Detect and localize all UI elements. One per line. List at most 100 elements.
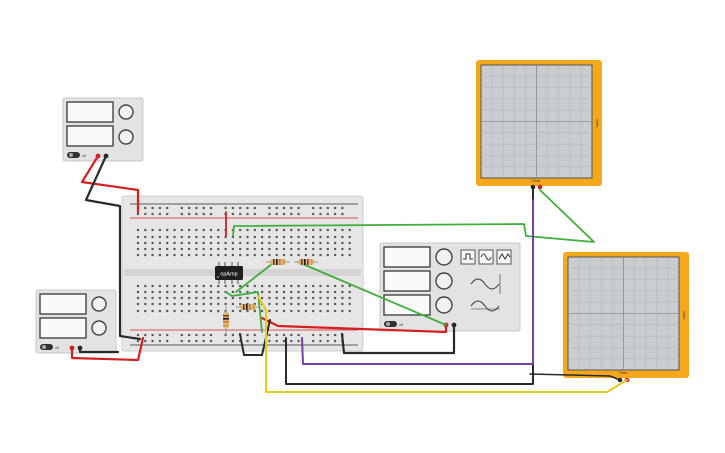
breadboard-hole[interactable]: [246, 253, 249, 257]
breadboard-hole[interactable]: [209, 296, 213, 300]
rail-hole[interactable]: [312, 206, 315, 210]
breadboard-hole[interactable]: [158, 302, 161, 306]
breadboard-hole[interactable]: [261, 253, 264, 257]
rail-hole[interactable]: [275, 339, 278, 343]
breadboard-hole[interactable]: [239, 247, 242, 251]
breadboard-hole[interactable]: [282, 296, 286, 300]
breadboard-hole[interactable]: [188, 241, 191, 245]
rail-hole[interactable]: [195, 206, 198, 210]
breadboard-hole[interactable]: [304, 235, 307, 239]
breadboard-hole[interactable]: [209, 241, 213, 245]
rail-hole[interactable]: [290, 212, 293, 216]
breadboard-hole[interactable]: [151, 296, 154, 300]
breadboard-hole[interactable]: [209, 247, 213, 251]
rail-hole[interactable]: [202, 333, 205, 337]
breadboard-hole[interactable]: [166, 247, 169, 251]
breadboard-hole[interactable]: [348, 309, 351, 313]
breadboard-hole[interactable]: [341, 309, 344, 313]
breadboard-hole[interactable]: [224, 284, 227, 288]
breadboard-hole[interactable]: [261, 309, 264, 313]
rail-hole[interactable]: [195, 212, 198, 216]
breadboard-hole[interactable]: [224, 302, 227, 306]
breadboard-hole[interactable]: [136, 284, 140, 288]
rail-hole[interactable]: [239, 212, 242, 216]
rail-hole[interactable]: [253, 333, 256, 337]
breadboard-hole[interactable]: [297, 296, 300, 300]
power-supply-1-power-switch[interactable]: [67, 152, 80, 158]
rail-hole[interactable]: [312, 339, 315, 343]
rail-hole[interactable]: [246, 339, 249, 343]
breadboard-hole[interactable]: [144, 228, 147, 232]
breadboard-hole[interactable]: [246, 309, 249, 313]
breadboard-hole[interactable]: [348, 284, 351, 288]
rail-hole[interactable]: [151, 339, 154, 343]
wire-black-fg-ground[interactable]: [340, 323, 456, 355]
breadboard-hole[interactable]: [304, 253, 307, 257]
breadboard-hole[interactable]: [224, 296, 227, 300]
oscilloscope-2[interactable]: Volts Time: [563, 252, 689, 383]
breadboard-hole[interactable]: [224, 253, 227, 257]
rail-hole[interactable]: [202, 339, 205, 343]
breadboard-hole[interactable]: [304, 296, 307, 300]
breadboard-hole[interactable]: [144, 253, 147, 257]
breadboard-hole[interactable]: [341, 247, 344, 251]
breadboard-hole[interactable]: [166, 290, 169, 294]
rail-hole[interactable]: [231, 339, 234, 343]
breadboard-hole[interactable]: [290, 228, 293, 232]
breadboard-hole[interactable]: [334, 290, 337, 294]
power-supply-1-current-knob[interactable]: [118, 129, 134, 145]
breadboard-hole[interactable]: [217, 296, 220, 300]
breadboard-hole[interactable]: [158, 228, 161, 232]
rail-hole[interactable]: [209, 333, 213, 337]
breadboard-hole[interactable]: [158, 253, 161, 257]
rail-hole[interactable]: [144, 212, 147, 216]
breadboard-hole[interactable]: [217, 241, 220, 245]
breadboard-hole[interactable]: [195, 247, 198, 251]
breadboard-hole[interactable]: [326, 253, 329, 257]
rail-hole[interactable]: [319, 206, 322, 210]
breadboard-hole[interactable]: [217, 253, 220, 257]
power-supply-1[interactable]: off: [62, 97, 144, 162]
breadboard-hole[interactable]: [275, 235, 278, 239]
breadboard-hole[interactable]: [151, 228, 154, 232]
breadboard-hole[interactable]: [195, 296, 198, 300]
breadboard-hole[interactable]: [290, 253, 293, 257]
breadboard-hole[interactable]: [261, 228, 264, 232]
breadboard-hole[interactable]: [312, 302, 315, 306]
rail-hole[interactable]: [312, 333, 315, 337]
breadboard-hole[interactable]: [136, 228, 140, 232]
breadboard-hole[interactable]: [195, 235, 198, 239]
breadboard-hole[interactable]: [217, 228, 220, 232]
rail-hole[interactable]: [151, 212, 154, 216]
breadboard-hole[interactable]: [275, 241, 278, 245]
breadboard-hole[interactable]: [246, 235, 249, 239]
breadboard-hole[interactable]: [217, 290, 220, 294]
breadboard-hole[interactable]: [326, 302, 329, 306]
rail-hole[interactable]: [319, 333, 322, 337]
breadboard-hole[interactable]: [209, 253, 213, 257]
breadboard-hole[interactable]: [326, 235, 329, 239]
rail-hole[interactable]: [319, 339, 322, 343]
wires[interactable]: [70, 154, 628, 393]
rail-hole[interactable]: [246, 206, 249, 210]
breadboard-hole[interactable]: [195, 309, 198, 313]
breadboard-hole[interactable]: [158, 247, 161, 251]
rail-hole[interactable]: [268, 333, 271, 337]
rail-hole[interactable]: [341, 212, 344, 216]
breadboard-hole[interactable]: [253, 241, 256, 245]
rail-hole[interactable]: [290, 339, 293, 343]
breadboard-hole[interactable]: [173, 247, 176, 251]
wire-black-ps1-to-rail[interactable]: [84, 154, 142, 341]
oscilloscope-1-probe-positive[interactable]: [537, 184, 543, 190]
function-generator-square-wave-button[interactable]: [460, 249, 476, 265]
rail-hole[interactable]: [180, 333, 183, 337]
breadboard-hole[interactable]: [136, 241, 140, 245]
rail-hole[interactable]: [297, 212, 300, 216]
breadboard-hole[interactable]: [202, 284, 205, 288]
rail-hole[interactable]: [195, 339, 198, 343]
breadboard-hole[interactable]: [312, 228, 315, 232]
breadboard-hole[interactable]: [290, 284, 293, 288]
breadboard-hole[interactable]: [166, 228, 169, 232]
resistor-1[interactable]: [266, 259, 290, 265]
